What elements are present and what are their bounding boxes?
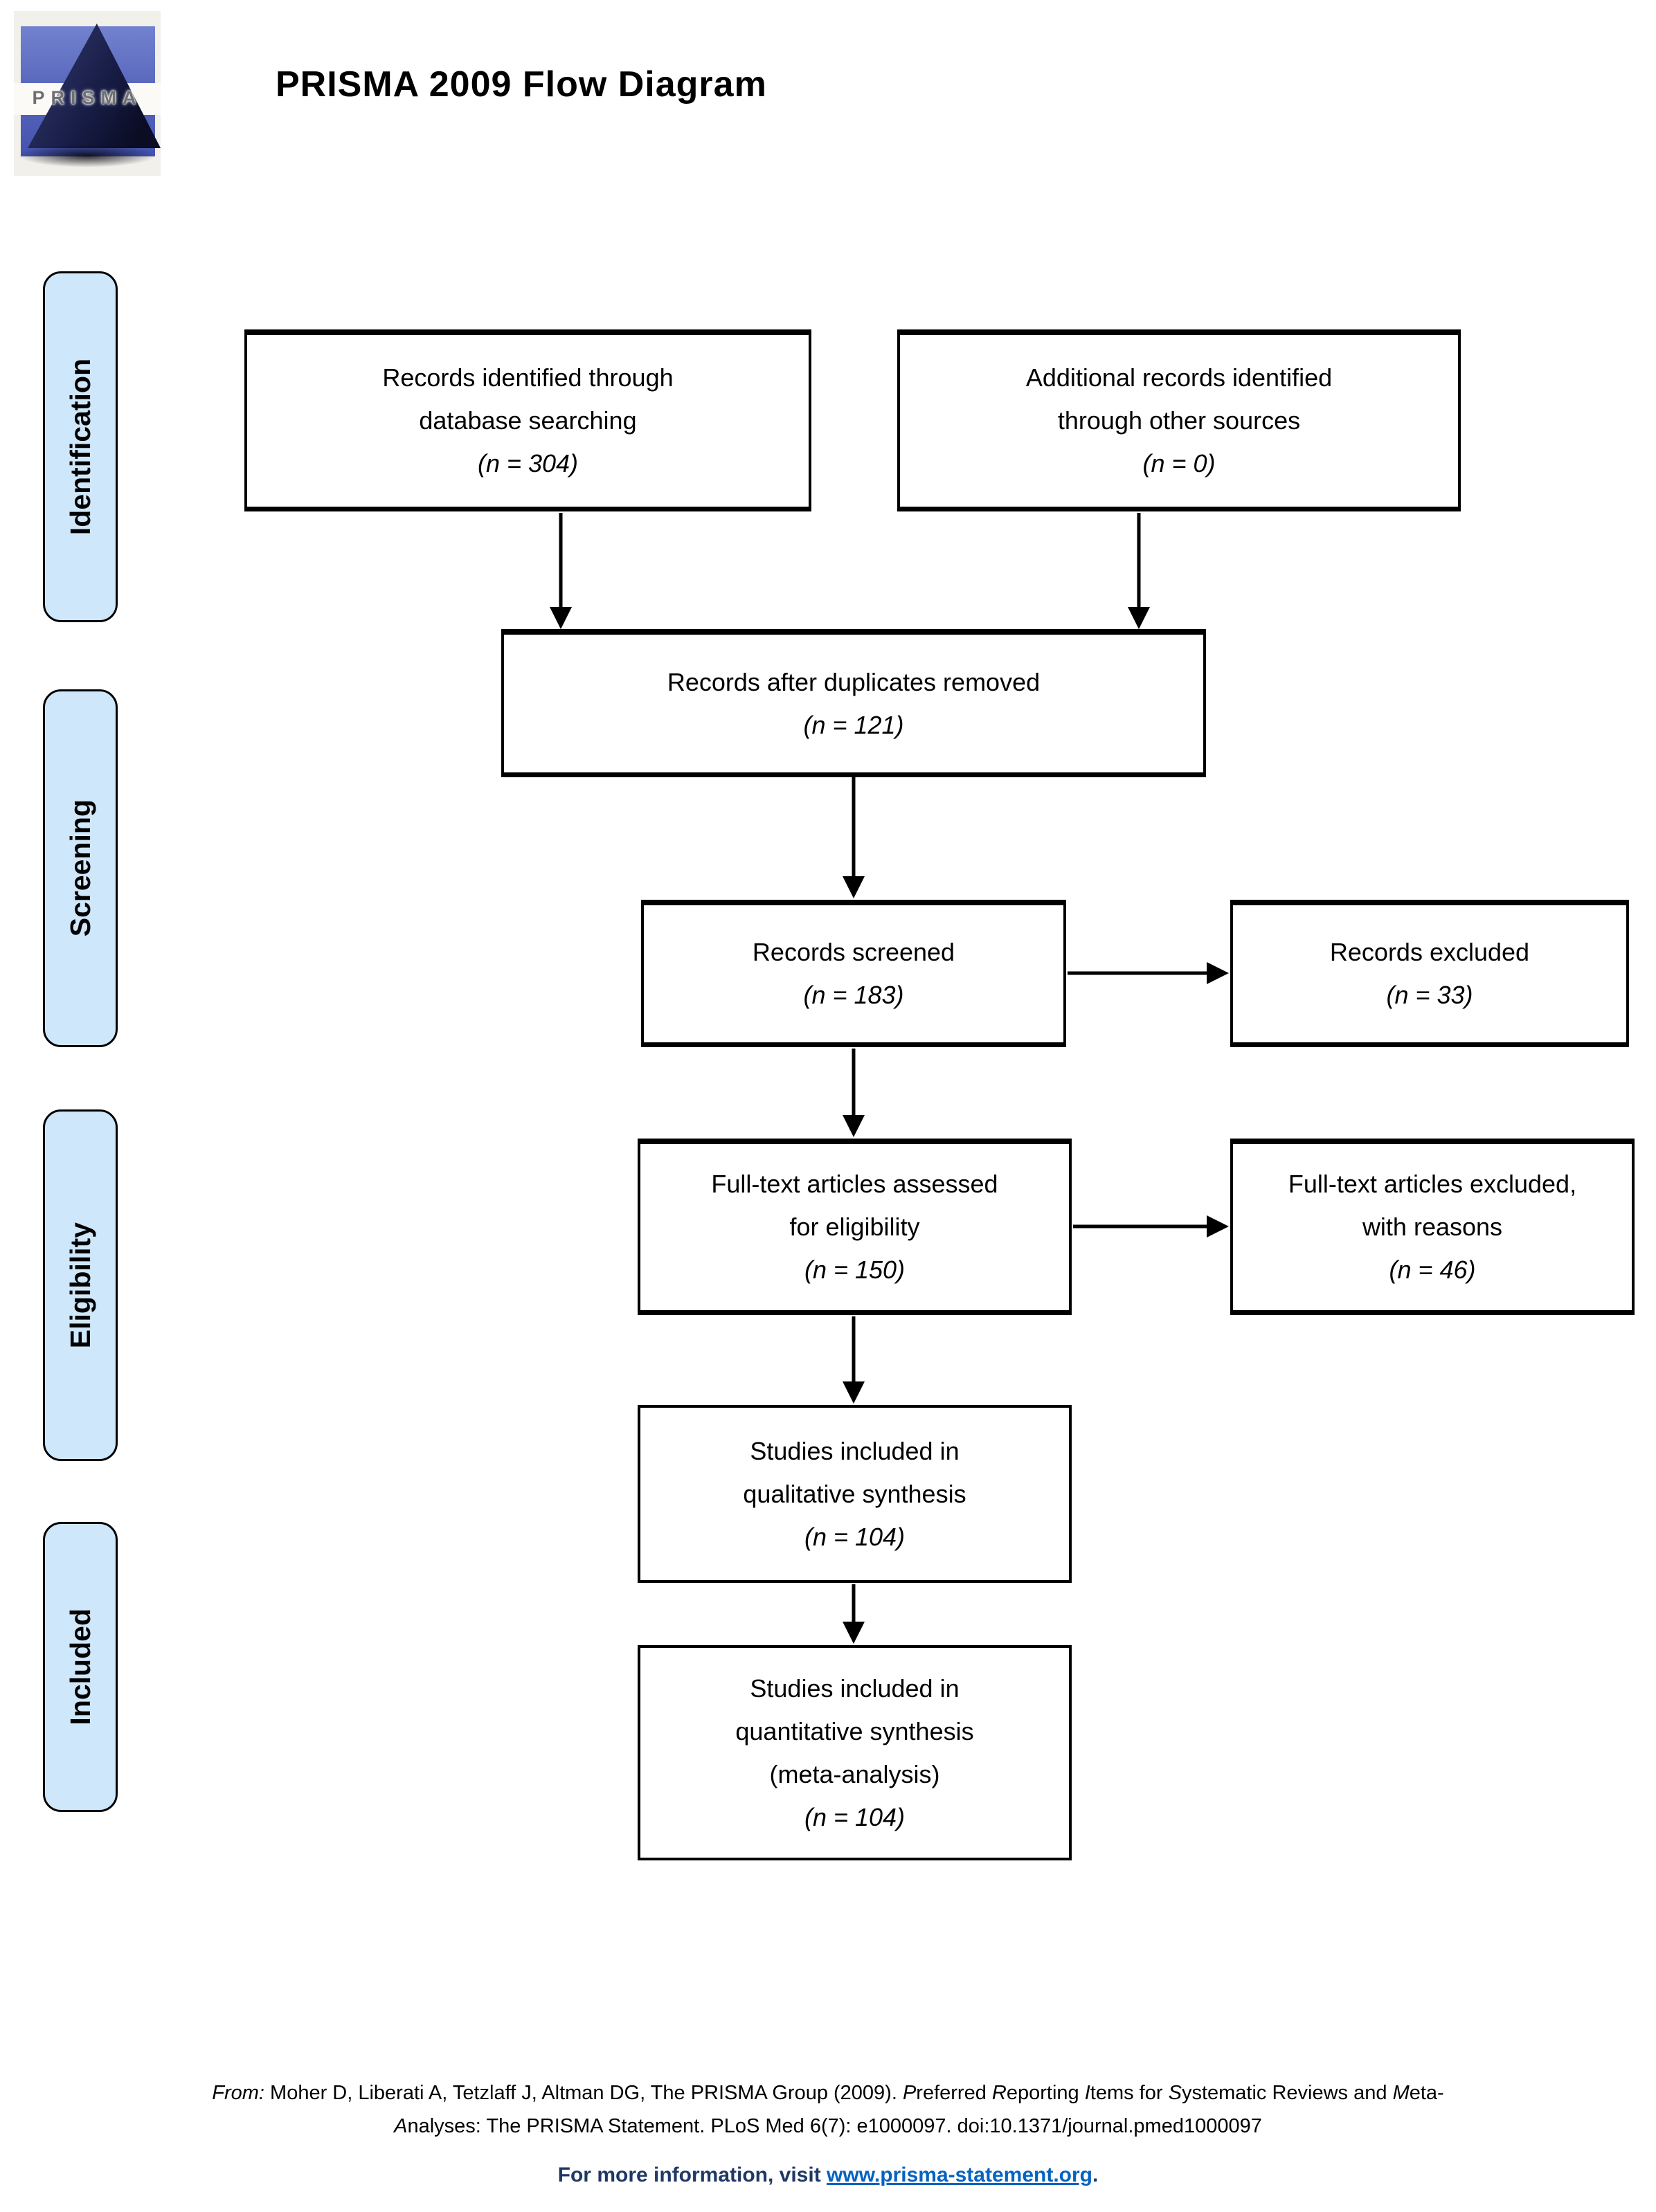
citation-segment: R [991, 2082, 1007, 2104]
node-count: (n = 33) [1386, 981, 1473, 1009]
node-text-line: (meta-analysis) [769, 1759, 940, 1788]
citation-segment: referred [916, 2082, 992, 2104]
node-text-line: through other sources [1057, 406, 1301, 435]
logo-shadow [18, 144, 156, 167]
citation-segment: eta- [1409, 2082, 1444, 2104]
node-records-after-duplicates: Records after duplicates removed (n = 12… [501, 629, 1206, 777]
node-text-line: qualitative synthesis [743, 1479, 966, 1508]
citation-segment: ystematic Reviews and [1181, 2082, 1393, 2104]
node-text-line: Additional records identified [1025, 363, 1333, 392]
node-records-identified: Records identified through database sear… [244, 329, 811, 511]
more-info-prefix: For more information, visit [557, 2164, 827, 2186]
arrow-fulltext-to-fulltext-excluded [1073, 1215, 1229, 1238]
prisma-logo: PRISMA [14, 11, 161, 176]
stage-pill-screening: Screening [43, 689, 118, 1047]
more-info-suffix: . [1092, 2164, 1099, 2186]
arrow-fulltext-to-qualitative [843, 1316, 865, 1404]
node-fulltext-assessed: Full-text articles assessed for eligibil… [638, 1139, 1072, 1315]
node-fulltext-excluded: Full-text articles excluded, with reason… [1230, 1139, 1635, 1315]
citation-segment: From: [212, 2082, 264, 2104]
node-text-line: Records identified through [382, 363, 674, 392]
stage-label: Screening [64, 799, 96, 937]
prisma-statement-link[interactable]: www.prisma-statement.org [827, 2164, 1092, 2186]
arrow-additional-to-deduplicated [1128, 513, 1150, 629]
citation-segment: S [1168, 2082, 1182, 2104]
node-records-excluded: Records excluded (n = 33) [1230, 900, 1629, 1047]
citation-segment: eporting [1006, 2082, 1085, 2104]
node-text-line: Records after duplicates removed [667, 667, 1041, 696]
citation-segment: M [1392, 2082, 1410, 2104]
more-info-line: For more information, visit www.prisma-s… [0, 2164, 1656, 2187]
stage-pill-identification: Identification [43, 271, 118, 622]
node-additional-records: Additional records identified through ot… [897, 329, 1461, 511]
node-count: (n = 104) [804, 1802, 906, 1831]
citation-segment: Moher D, Liberati A, Tetzlaff J, Altman … [264, 2082, 903, 2104]
arrow-deduplicated-to-screened [843, 777, 865, 898]
arrow-screened-to-excluded [1068, 962, 1229, 984]
node-qualitative-synthesis: Studies included in qualitative synthesi… [638, 1405, 1072, 1583]
node-count: (n = 46) [1389, 1255, 1476, 1284]
stage-label: Identification [64, 358, 96, 536]
node-text-line: with reasons [1362, 1213, 1503, 1241]
citation-segment: nalyses: The PRISMA Statement. PLoS Med … [407, 2115, 1262, 2137]
node-count: (n = 304) [477, 449, 579, 478]
node-text-line: Studies included in [750, 1674, 960, 1703]
node-count: (n = 104) [804, 1522, 906, 1551]
node-text-line: database searching [419, 406, 637, 435]
stage-label: Included [64, 1608, 96, 1725]
node-count: (n = 183) [803, 981, 904, 1009]
node-text-line: Records screened [752, 938, 955, 966]
stage-pill-eligibility: Eligibility [43, 1109, 118, 1461]
stage-label: Eligibility [64, 1222, 96, 1349]
node-count: (n = 0) [1142, 449, 1216, 478]
logo-wordmark: PRISMA [32, 87, 143, 108]
citation-text: From: Moher D, Liberati A, Tetzlaff J, A… [0, 2076, 1656, 2143]
citation-segment: I [1084, 2082, 1090, 2104]
citation-segment: A [394, 2115, 408, 2137]
node-count: (n = 150) [804, 1255, 906, 1284]
node-records-screened: Records screened (n = 183) [641, 900, 1066, 1047]
node-text-line: Full-text articles assessed [711, 1170, 998, 1198]
arrow-qualitative-to-quantitative [843, 1584, 865, 1644]
citation-segment: tems for [1090, 2082, 1169, 2104]
node-text-line: Records excluded [1329, 938, 1530, 966]
node-text-line: Full-text articles excluded, [1288, 1170, 1577, 1198]
page-title: PRISMA 2009 Flow Diagram [276, 64, 767, 105]
stage-pill-included: Included [43, 1522, 118, 1812]
arrow-identified-to-deduplicated [550, 513, 572, 629]
citation-segment: P [902, 2082, 917, 2104]
node-text-line: for eligibility [789, 1213, 920, 1241]
node-count: (n = 121) [803, 710, 904, 739]
node-text-line: quantitative synthesis [735, 1716, 974, 1746]
arrow-screened-to-fulltext [843, 1049, 865, 1137]
node-text-line: Studies included in [750, 1436, 960, 1465]
node-quantitative-synthesis: Studies included in quantitative synthes… [638, 1645, 1072, 1860]
